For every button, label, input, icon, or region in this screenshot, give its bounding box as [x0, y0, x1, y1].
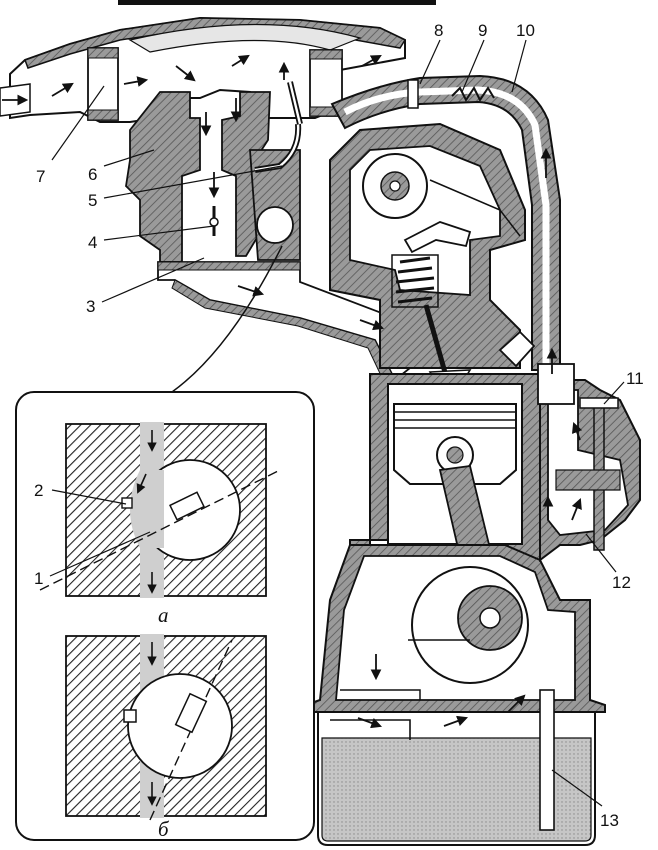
callout-11: 11 [626, 369, 644, 388]
breather-hose [330, 74, 561, 371]
callout-13: 13 [600, 811, 619, 830]
crankcase [305, 544, 606, 713]
leader-lines [49, 39, 625, 807]
cylinder-block [349, 373, 541, 602]
callout-8: 8 [434, 21, 443, 40]
callout-9: 9 [478, 21, 487, 40]
rocker-arm [403, 221, 472, 254]
callout-10: 10 [516, 21, 535, 40]
callout-4: 4 [88, 233, 97, 252]
separator-mesh [555, 469, 621, 491]
callout-6: 6 [88, 165, 97, 184]
throttle-detail-a [39, 422, 281, 598]
dipstick [539, 689, 555, 831]
callout-1: 1 [34, 569, 43, 588]
oil-level [321, 737, 592, 842]
throttle-detail-b [65, 634, 267, 821]
callout-5: 5 [88, 191, 97, 210]
oil-separator [537, 363, 641, 562]
float-chamber [256, 206, 294, 244]
oil-sump [317, 689, 596, 846]
callout-labels: 7 6 5 4 3 8 9 10 11 12 13 2 1 а б [34, 21, 644, 841]
flame-arrester [451, 86, 495, 102]
valve-spring [395, 256, 435, 304]
valve-stem [423, 304, 449, 377]
spark-plug [498, 330, 536, 368]
carburetor-body [125, 91, 301, 263]
air-filter [0, 16, 407, 123]
callout-12: 12 [612, 573, 631, 592]
flow-arrows [2, 54, 583, 729]
top-rule [118, 0, 436, 5]
filter-element-left [87, 47, 119, 121]
callout-2: 2 [34, 481, 43, 500]
inset-leader [171, 245, 283, 393]
caption-b: б [158, 817, 170, 841]
callout-3: 3 [86, 297, 95, 316]
caption-a: а [158, 603, 169, 627]
callout-7: 7 [36, 167, 45, 186]
